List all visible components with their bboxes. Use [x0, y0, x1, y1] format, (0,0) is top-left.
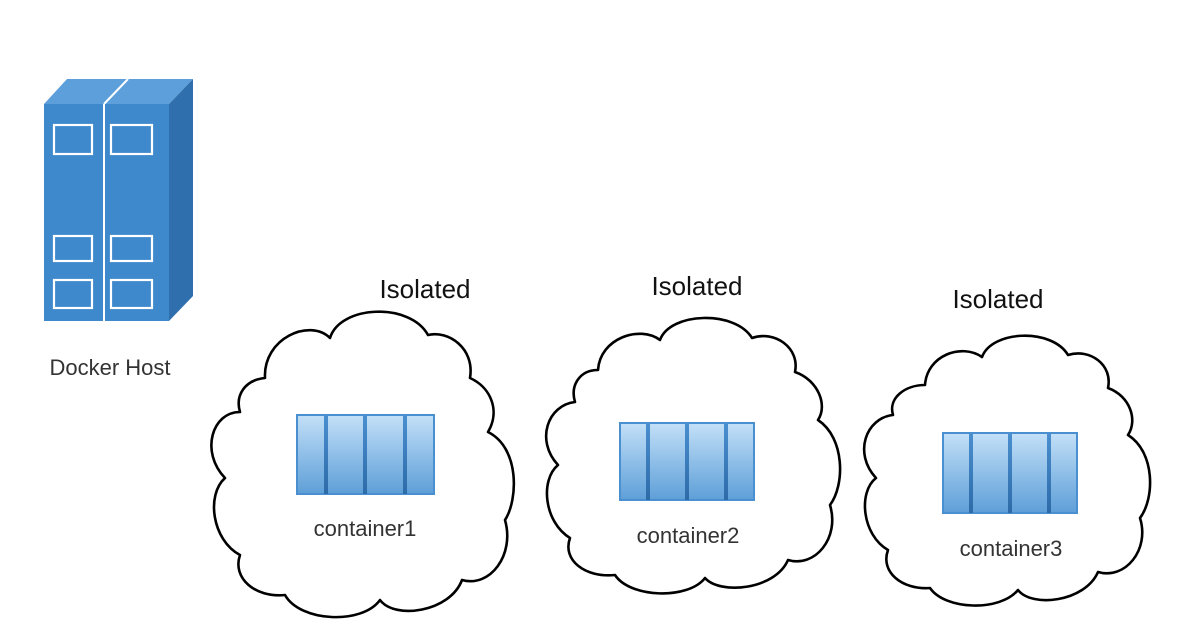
container-icon — [619, 422, 755, 501]
container-icon — [296, 414, 435, 495]
docker-host: Docker Host — [44, 78, 193, 380]
container-label-1: container1 — [314, 516, 417, 541]
container-node-3: Isolated container3 — [862, 284, 1152, 607]
container-label-2: container2 — [637, 523, 740, 548]
container-node-1: Isolated container1 — [210, 274, 516, 619]
container-label-3: container3 — [960, 536, 1063, 561]
container-icon — [942, 432, 1078, 514]
isolated-label-3: Isolated — [952, 284, 1043, 314]
container-node-2: Isolated container2 — [544, 271, 842, 595]
isolated-label-1: Isolated — [379, 274, 470, 304]
server-icon — [44, 78, 193, 321]
isolated-label-2: Isolated — [651, 271, 742, 301]
docker-host-label: Docker Host — [49, 355, 170, 380]
